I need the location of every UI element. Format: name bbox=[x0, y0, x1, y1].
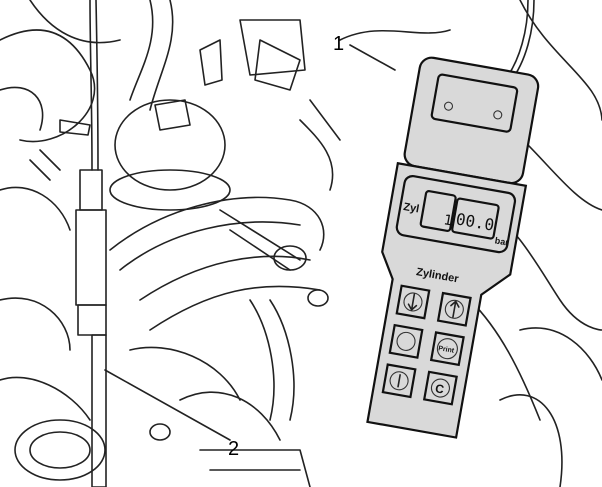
callout-1: 1 bbox=[333, 33, 344, 55]
callout-2-leader bbox=[104, 369, 231, 441]
unit-label: bar bbox=[494, 235, 510, 247]
cylinder-label: Zyl bbox=[402, 201, 420, 216]
callout-1-leader bbox=[349, 44, 396, 71]
down-button[interactable] bbox=[395, 284, 431, 320]
clear-button[interactable]: C bbox=[422, 370, 458, 406]
power-button[interactable] bbox=[381, 363, 417, 399]
callout-2: 2 bbox=[228, 438, 239, 460]
print-button[interactable]: Print bbox=[429, 331, 465, 367]
svg-text:Print: Print bbox=[438, 345, 456, 355]
device-cable bbox=[504, 0, 529, 81]
svg-text:C: C bbox=[434, 381, 445, 396]
cylinder-value: 1 bbox=[442, 212, 453, 229]
pressure-hose-adapter bbox=[75, 0, 107, 487]
compression-tester: Zyl 1 00.0 bar Zylinder Print C bbox=[366, 56, 540, 439]
up-button[interactable] bbox=[436, 291, 472, 327]
blank-button[interactable] bbox=[388, 323, 424, 359]
